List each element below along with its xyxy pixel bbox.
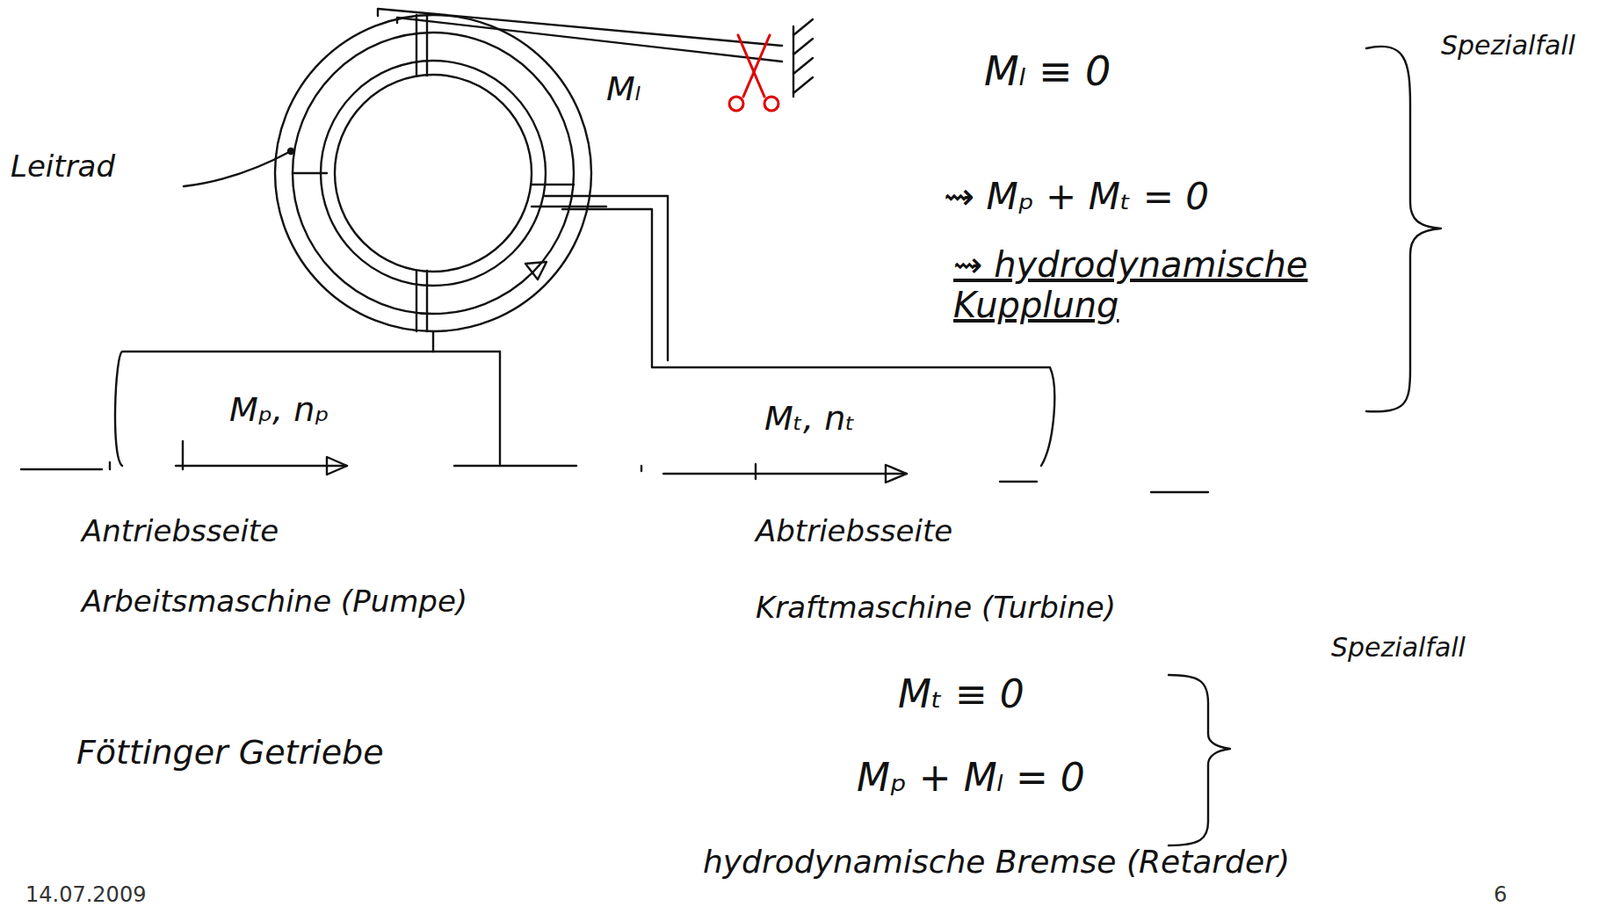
- result-note: ⇝ hydrodynamische Kupplung: [953, 244, 1332, 326]
- torque-speed-label: Mₚ, nₚ: [229, 390, 330, 430]
- equation: ⇝ Mₚ + Mₜ = 0: [943, 175, 1210, 218]
- machine-label: Kraftmaschine (Turbine): [755, 590, 1116, 625]
- result-note: hydrodynamische Bremse (Retarder): [702, 843, 1290, 880]
- equation: Mₚ + Mₗ = 0: [856, 755, 1086, 801]
- note: Spezialfall: [1331, 632, 1466, 664]
- date: 14.07.2009: [25, 883, 146, 908]
- note: Spezialfall: [1440, 30, 1576, 62]
- machine-label: Arbeitsmaschine (Pumpe): [81, 584, 468, 619]
- equation: Mₗ ≡ 0: [984, 48, 1111, 95]
- leitrad-label: Leitrad: [10, 149, 116, 184]
- torque-speed-label: Mₜ, nₜ: [764, 399, 855, 439]
- side-label: Antriebsseite: [81, 514, 279, 549]
- torque-symbol: Mₗ: [606, 70, 641, 109]
- heading-note: Föttinger Getriebe: [76, 733, 384, 773]
- page-number: 6: [1493, 883, 1507, 908]
- side-label: Abtriebsseite: [755, 514, 953, 549]
- equation: Mₜ ≡ 0: [897, 672, 1025, 717]
